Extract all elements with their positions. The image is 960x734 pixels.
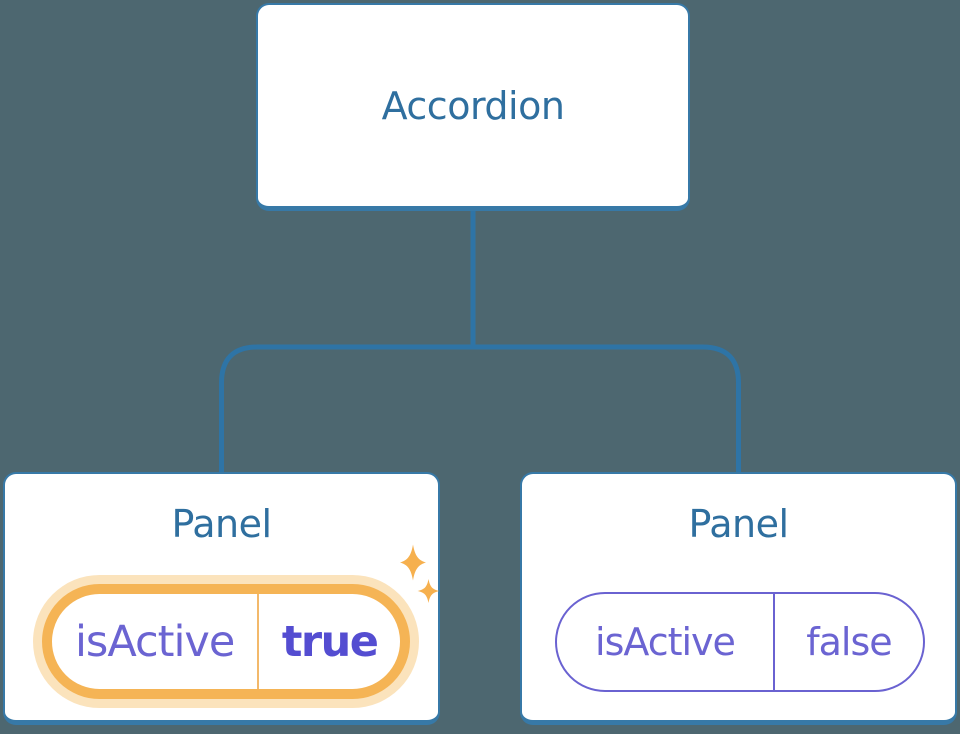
panel-node-label: Panel [688, 502, 789, 546]
state-pill-inactive: isActive false [555, 592, 925, 692]
state-prop-value: true [281, 616, 379, 667]
panel-node-label: Panel [171, 502, 272, 546]
state-prop-value: false [806, 620, 892, 664]
state-prop-name: isActive [52, 594, 260, 689]
state-pill-active: isActive true [42, 584, 410, 699]
panel-node-inactive: Panel isActive false [520, 472, 957, 725]
accordion-node: Accordion [256, 3, 690, 211]
panel-node-active: Panel isActive true [3, 472, 440, 725]
state-prop-name: isActive [557, 594, 775, 690]
accordion-node-label: Accordion [381, 83, 565, 128]
